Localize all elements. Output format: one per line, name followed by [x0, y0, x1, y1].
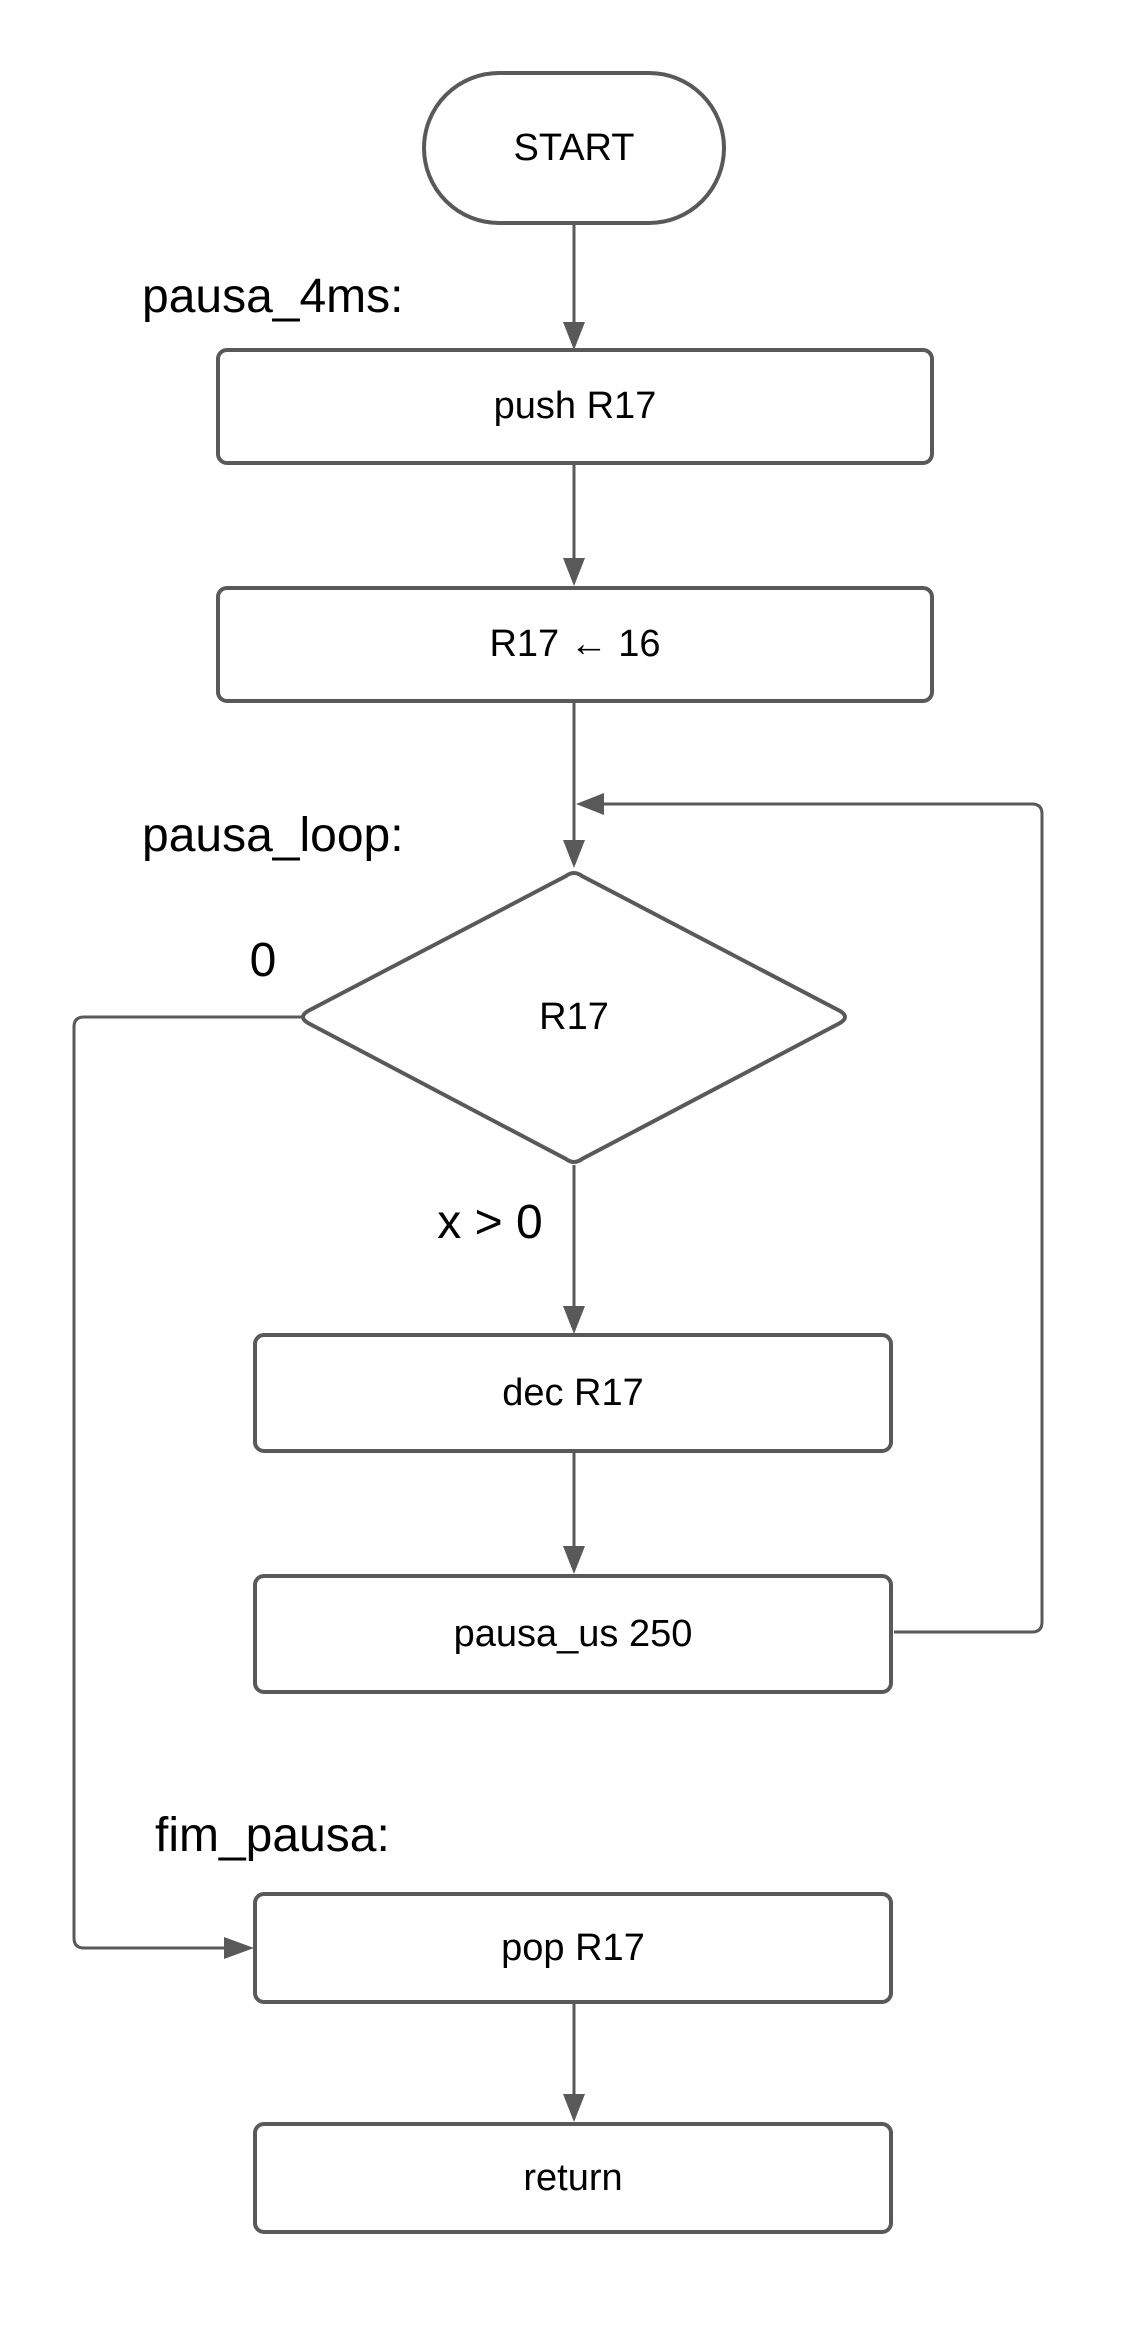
arrowhead [576, 793, 604, 815]
edge-loop-back [600, 802, 1044, 1634]
label-pausa-4ms: pausa_4ms: [142, 270, 404, 323]
pop-node: pop R17 [253, 1892, 893, 2004]
dec-node: dec R17 [253, 1333, 893, 1453]
pausa-us-label: pausa_us 250 [454, 1613, 693, 1655]
dec-process [253, 1333, 893, 1453]
arrowhead [563, 558, 585, 586]
arrowhead [563, 1546, 585, 1574]
arrowhead [563, 2094, 585, 2122]
dec-label: dec R17 [502, 1372, 644, 1414]
label-pausa-loop: pausa_loop: [142, 809, 404, 862]
start-terminator [422, 71, 726, 225]
arrowhead [563, 322, 585, 350]
return-node: return [253, 2122, 893, 2234]
return-process [253, 2122, 893, 2234]
assign-label: R17 ← 16 [489, 623, 660, 665]
arrowhead [563, 1306, 585, 1334]
pausa-us-process [253, 1574, 893, 1694]
edge-label-greater: x > 0 [437, 1196, 542, 1249]
label-fim-pausa: fim_pausa: [155, 1809, 390, 1862]
start-node: START [422, 71, 726, 225]
push-label: push R17 [494, 385, 657, 427]
push-process [216, 348, 934, 465]
decision-label: R17 [539, 996, 609, 1038]
edges [72, 222, 1044, 2122]
arrowhead [563, 840, 585, 868]
decision-diamond [301, 871, 847, 1164]
assign-process [216, 586, 934, 703]
arrowhead [224, 1937, 254, 1959]
return-label: return [523, 2157, 622, 2199]
start-label: START [513, 127, 634, 169]
push-node: push R17 [216, 348, 934, 465]
assign-node: R17 ← 16 [216, 586, 934, 703]
edge-decision-to-pop [72, 1015, 302, 1950]
pop-label: pop R17 [501, 1927, 645, 1969]
pausa-us-node: pausa_us 250 [253, 1574, 893, 1694]
edge-label-zero: 0 [250, 934, 277, 987]
pop-process [253, 1892, 893, 2004]
decision-node: R17 [301, 871, 847, 1164]
